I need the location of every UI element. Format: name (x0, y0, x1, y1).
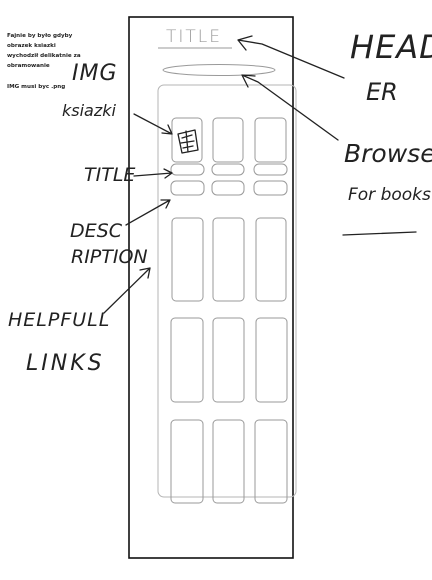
description-arrow (125, 199, 171, 226)
annotation-links-line2: LINKS (26, 351, 105, 376)
book-description-pill (253, 180, 288, 196)
links-arrow (103, 267, 151, 314)
browser-arrow (241, 74, 339, 141)
annotation-img-line1: IMG (72, 61, 118, 86)
mockup-title: TITLE (166, 27, 222, 47)
browser-underline (342, 231, 417, 236)
book-card (170, 419, 204, 504)
note-line-4: obramowanie (7, 63, 50, 69)
content-frame (157, 84, 297, 498)
book-cover (254, 117, 287, 163)
book-card (212, 419, 245, 504)
book-cover (171, 117, 203, 163)
annotation-desc-line2: RIPTION (71, 246, 148, 268)
book-card (255, 217, 287, 302)
book-title-pill (211, 163, 245, 176)
annotation-browser-line2: For books (348, 185, 431, 205)
book-image-scribble (177, 129, 199, 154)
note-line-1: Fajnie by było gdyby (7, 33, 73, 39)
book-row-4 (170, 419, 288, 504)
book-card (170, 317, 204, 403)
header-arrow (237, 35, 345, 79)
annotation-desc-line1: DESC (70, 220, 123, 242)
note-png-line: IMG musi byc .png (7, 84, 65, 90)
book-description-pill (211, 180, 245, 196)
annotation-header-line2: ER (366, 78, 398, 106)
book-row-3 (170, 317, 288, 403)
book-description-pill (170, 180, 205, 196)
note-block: Fajnie by było gdyby obrazek ksiazki wyc… (7, 33, 81, 90)
annotation-header-line1: HEAD (350, 28, 432, 66)
book-title-pill (170, 163, 205, 176)
device-frame (128, 16, 294, 559)
book-card (212, 217, 245, 302)
annotation-links-line1: HELPFULL (8, 309, 110, 331)
book-card (171, 217, 204, 302)
book-row-1 (170, 117, 288, 196)
book-card (212, 317, 245, 403)
img-arrow (133, 113, 173, 135)
book-cover (212, 117, 244, 163)
book-card (255, 317, 288, 403)
book-row-2 (171, 217, 287, 302)
annotation-browser-line1: Browser (344, 139, 432, 168)
title-arrow (133, 168, 173, 179)
annotation-title: TITLE (84, 164, 135, 186)
annotation-img-line2: ksiazki (62, 101, 117, 120)
note-line-2: obrazek ksiazki (7, 43, 56, 49)
book-title-pill (253, 163, 288, 176)
note-line-3: wychodził delikatnie za (7, 53, 81, 59)
search-ellipse (162, 64, 276, 76)
book-card (254, 419, 288, 504)
